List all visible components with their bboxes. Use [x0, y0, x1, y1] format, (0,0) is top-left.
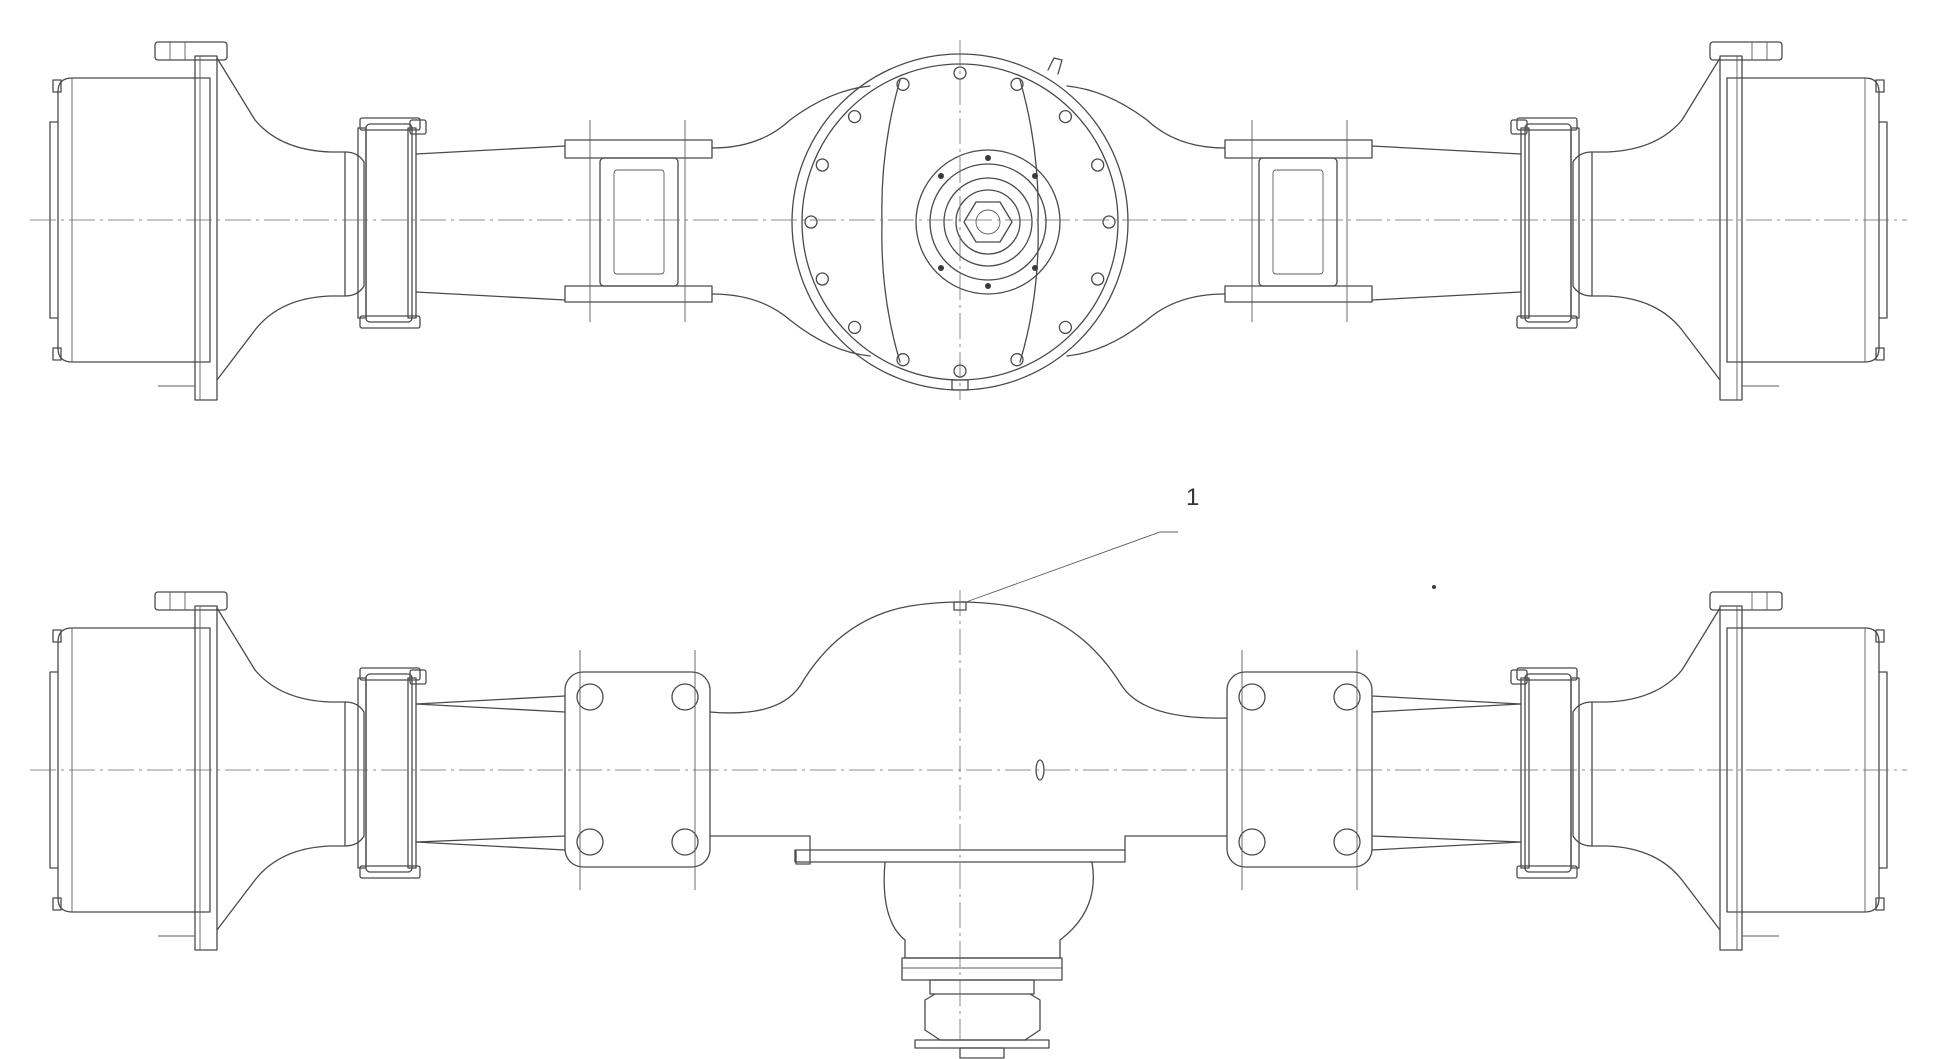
- cover-bolt: [815, 158, 829, 172]
- cover-bolt: [1058, 109, 1073, 124]
- cover-bolt: [804, 215, 818, 229]
- cover-bolt: [815, 272, 829, 286]
- cover-bolt: [847, 109, 862, 124]
- callout-label: 1: [1186, 484, 1199, 511]
- callout-1: 1: [965, 484, 1199, 603]
- cover-bolt: [1010, 353, 1024, 367]
- cover-bolt: [1091, 158, 1105, 172]
- cover-bolt: [1091, 272, 1105, 286]
- cover-bolt: [896, 77, 910, 91]
- housing-center-front: [30, 585, 1907, 1059]
- cover-bolt: [896, 353, 910, 367]
- cover-bolt: [1010, 77, 1024, 91]
- cover-bolt: [1102, 215, 1116, 229]
- axle-front-view: [49, 591, 1888, 951]
- cover-bolt: [847, 320, 862, 335]
- cover-bolt: [1058, 320, 1073, 335]
- axle-top-view: [30, 40, 1907, 401]
